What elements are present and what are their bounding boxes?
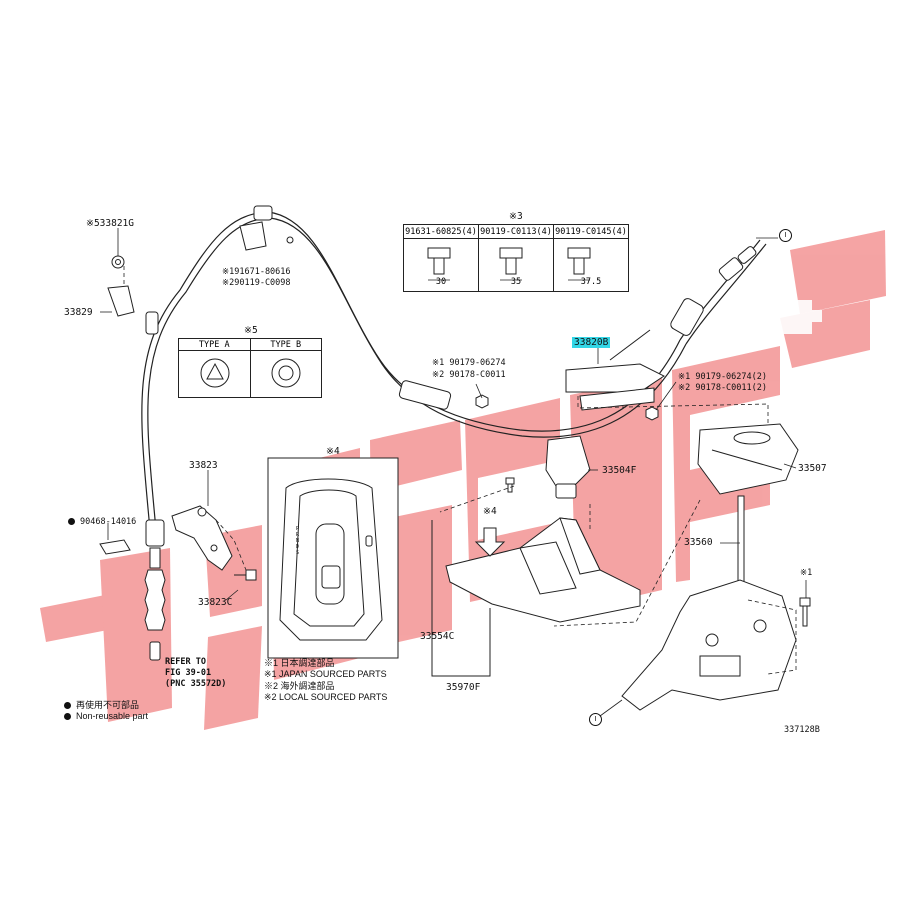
screw-clip: [505, 477, 515, 493]
label-33829: 33829: [64, 307, 93, 318]
inset-group-mark: ※4: [326, 446, 340, 457]
bracket-33823: [171, 505, 233, 571]
label-33820B: 33820B: [572, 337, 611, 348]
nuts: [475, 394, 659, 421]
legend-line-4: ※2 LOCAL SOURCED PARTS: [264, 691, 388, 702]
grommet-33820B: [565, 329, 665, 411]
nonreuse-jp: 再使用不可部品: [76, 700, 140, 710]
shift-knob-33504F: [545, 435, 591, 499]
clip-pieces: [107, 221, 294, 317]
bolt-header-3: 90119-C0145(4): [553, 224, 629, 239]
callout-bolt-mark: ※1: [800, 568, 813, 578]
label-33504F: 33504F: [602, 465, 637, 476]
bullet-icon: [64, 713, 71, 721]
callout-i-bottom: I: [589, 713, 602, 726]
label-33823: 33823: [189, 460, 218, 471]
bolt-length-2: 35: [478, 238, 554, 292]
type-header-a: TYPE A: [178, 338, 251, 351]
nonreuse-bullet-icon: [68, 518, 75, 525]
label-33507: 33507: [798, 463, 827, 474]
legend-line-2: ※1 JAPAN SOURCED PARTS: [264, 669, 387, 680]
label-33823C: 33823C: [198, 597, 233, 608]
shift-pattern: P R N D S: [296, 526, 300, 556]
bolt-right: [799, 597, 811, 627]
shift-lever-33560: [621, 495, 797, 711]
label-90178-a: ※2 90178-C0011: [432, 370, 506, 380]
group-brackets: [431, 520, 491, 677]
refer-line-1: REFER TO: [165, 657, 206, 667]
legend-line-3: ※2 海外調達部品: [264, 680, 335, 691]
nonreuse-legend: 再使用不可部品 Non-reusable part: [64, 700, 148, 723]
bolt-header-2: 90119-C0113(4): [478, 224, 554, 239]
cable-end-assembly: [144, 519, 166, 661]
label-90178-b: ※2 90178-C0011(2): [678, 383, 768, 393]
label-91671-b: ※290119-C0098: [222, 278, 291, 288]
bolt-33823C: [234, 569, 257, 581]
watermark-engine-icon: [742, 290, 822, 334]
bolt-length-3: 37.5: [553, 238, 629, 292]
label-90179-a: ※1 90179-06274: [432, 358, 506, 368]
housing-33507: [697, 423, 799, 495]
bolt-length-1: 30: [403, 238, 479, 292]
type-header-b: TYPE B: [249, 338, 322, 351]
type-table-group-mark: ※5: [244, 325, 258, 336]
source-legend: ※1 日本調達部品 ※1 JAPAN SOURCED PARTS ※2 海外調達…: [264, 658, 387, 703]
label-35970F: 35970F: [446, 682, 481, 693]
bolt-header-1: 91631-60825(4): [403, 224, 479, 239]
refer-line-3: (PNC 35572D): [165, 679, 227, 689]
diagram-number: 337128B: [784, 725, 820, 735]
label-91671-a: ※191671-80616: [222, 267, 291, 277]
label-90468: 90468-14016: [68, 517, 136, 528]
nonreuse-en: Non-reusable part: [76, 711, 149, 722]
bolt-table-group-mark: ※3: [509, 211, 523, 222]
label-33554C: 33554C: [420, 631, 455, 642]
leader-lines: [100, 228, 807, 717]
label-90179-b: ※1 90179-06274(2): [678, 372, 768, 382]
arrow-group4: [474, 527, 506, 557]
refer-line-2: FIG 39-01: [165, 668, 212, 678]
console-33554C: [445, 517, 641, 623]
label-33560: 33560: [684, 537, 713, 548]
assembly-lines: [123, 266, 797, 675]
arrow-group-mark: ※4: [483, 506, 497, 517]
type-table: TYPE A TYPE B: [178, 338, 322, 398]
bolt-spec-table: 91631-60825(4) 90119-C0113(4) 90119-C014…: [403, 224, 629, 292]
clamp-90468: [99, 539, 131, 555]
legend-line-1: ※1 日本調達部品: [264, 658, 335, 668]
bullet-icon: [64, 702, 71, 710]
cable-fittings: [145, 205, 757, 410]
callout-i-top: I: [779, 229, 792, 242]
inset-console-trim: [279, 478, 383, 641]
label-33821G: ※533821G: [86, 218, 134, 229]
